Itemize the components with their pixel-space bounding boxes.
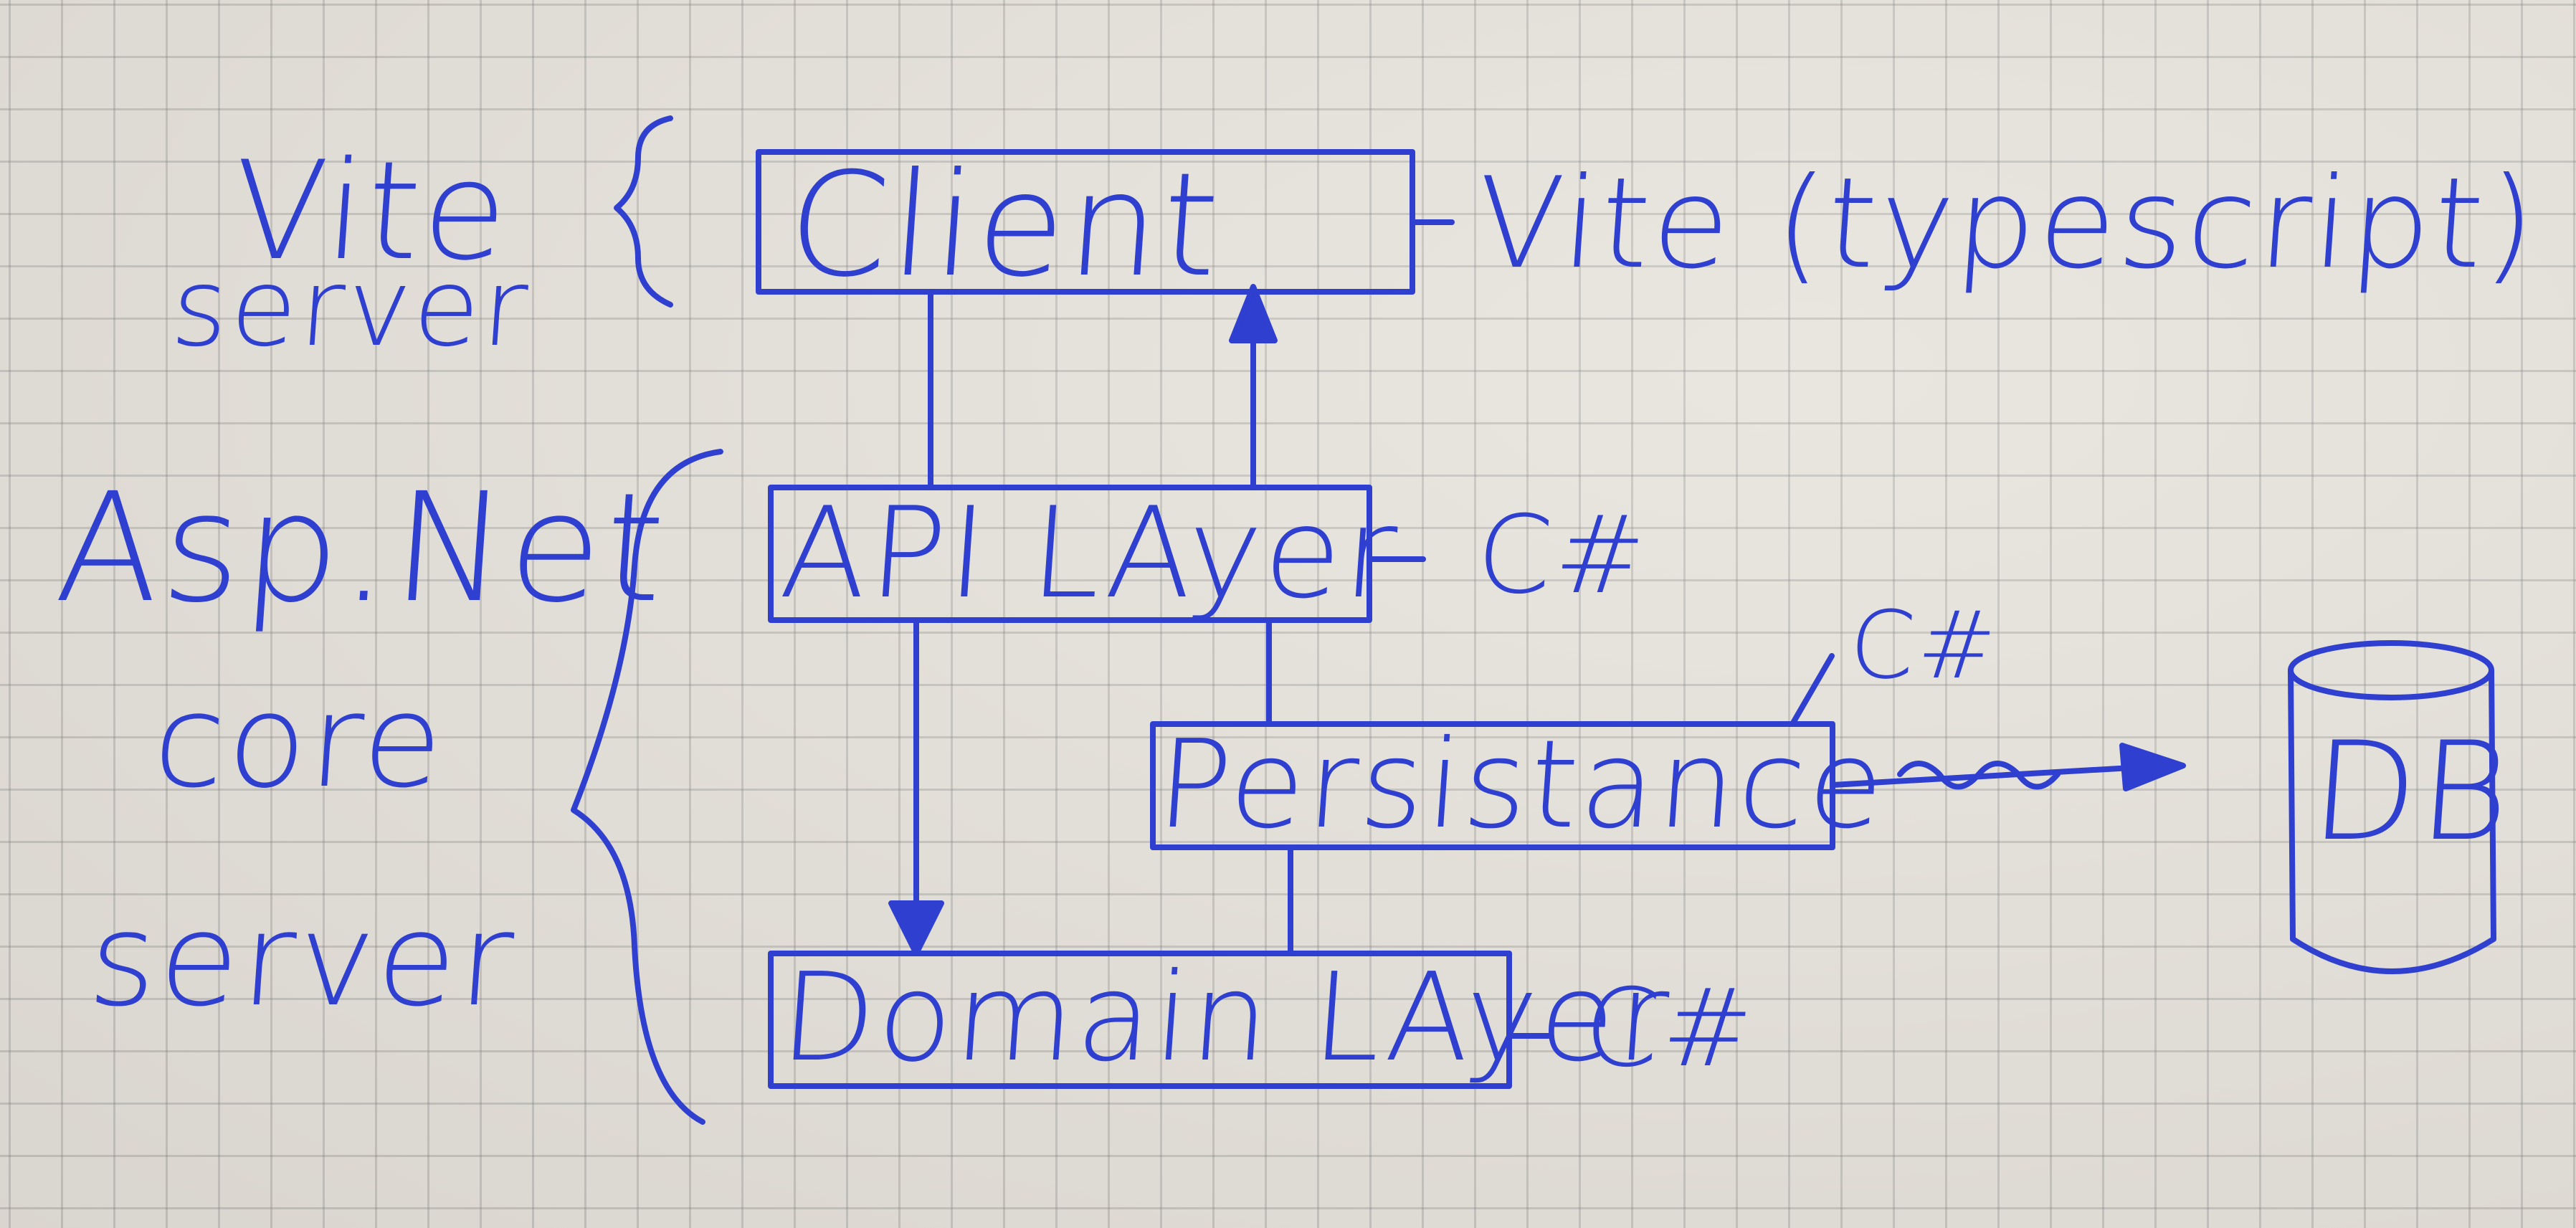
aspnet-label-line3: server xyxy=(84,885,521,1035)
client-box-label: Client xyxy=(782,142,1227,309)
persistance-annotation-tick xyxy=(1790,653,1835,727)
db-cylinder-top xyxy=(2288,640,2494,700)
api-layer-box xyxy=(768,485,1372,623)
api-client-arrowhead xyxy=(1229,284,1278,343)
persistance-db-arrowhead xyxy=(2119,743,2186,791)
db-label: DB xyxy=(2306,713,2518,871)
aspnet-label-line1: Asp.Net xyxy=(51,460,673,636)
scribble-mark xyxy=(1897,761,2061,790)
vite-server-label-line2: server xyxy=(167,246,534,371)
domain-tech-annotation: C# xyxy=(1579,966,1760,1091)
persistance-db-arrow xyxy=(1830,764,2147,788)
domain-layer-box-label: Domain LAyer xyxy=(776,947,1676,1089)
persistance-tech-annotation: C# xyxy=(1845,591,2003,700)
db-cylinder-body xyxy=(2288,667,2496,974)
api-tech-annotation: C# xyxy=(1472,493,1653,618)
api-domain-arrowhead xyxy=(888,900,944,956)
persistance-box-label: Persistance xyxy=(1153,714,1891,856)
vite-server-brace xyxy=(614,115,673,308)
client-tech-annotation: Vite (typescript) xyxy=(1471,151,2543,297)
domain-layer-box xyxy=(768,951,1512,1089)
aspnet-server-brace xyxy=(571,449,723,1125)
aspnet-label-line2: core xyxy=(148,667,451,817)
api-layer-box-label: API LAyer xyxy=(776,481,1405,627)
